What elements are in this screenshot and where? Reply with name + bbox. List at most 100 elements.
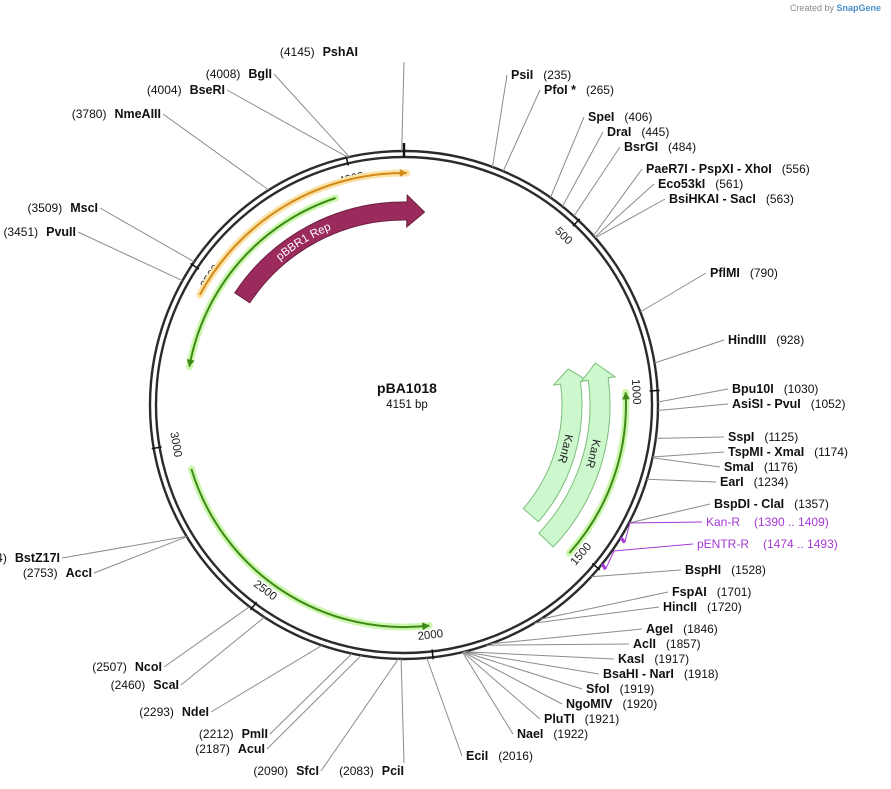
feature-kanr-inner [522,368,589,523]
site-label-hindiii[interactable]: HindIII(928) [728,333,804,347]
tick-1500 [591,562,601,571]
site-label-pfoi[interactable]: PfoI *(265) [544,83,614,97]
site-label-pshai[interactable]: (4145)PshAI [280,45,358,59]
site-label-msci[interactable]: (3509)MscI [28,201,98,215]
site-label-ecii[interactable]: EciI(2016) [466,749,533,763]
tick-2000 [431,649,434,660]
site-position: (2212) [199,727,234,741]
site-position: (561) [715,177,743,191]
site-label-bsihkai[interactable]: BsiHKAI - SacI(563) [669,192,794,206]
leader-line-18 [591,569,682,578]
site-label-pcii[interactable]: (2083)PciI [339,764,404,778]
site-label-agei[interactable]: AgeI (1846) [646,622,718,636]
snapgene-brand: SnapGene [836,3,881,13]
leader-line-27 [462,651,541,720]
site-name: BsiHKAI - SacI [669,192,756,206]
site-name: BseRI [190,83,225,97]
site-label-bgli[interactable]: (4008) BglI [206,67,272,81]
site-position: (2460) [111,678,146,692]
site-name: BglI [248,67,272,81]
site-position: (1234) [754,475,789,489]
site-label-scai[interactable]: (2460)ScaI [111,678,179,692]
site-label-bpu10i[interactable]: Bpu10I(1030) [732,382,818,396]
leader-line-4 [561,131,604,207]
site-label-bseri[interactable]: (4004)BseRI [147,83,225,97]
site-name: BspDI - ClaI [714,497,784,511]
site-position: (1917) [654,652,689,666]
site-label-eari[interactable]: EarI(1234) [720,475,788,489]
site-position: (4145) [280,45,315,59]
leader-line-21 [490,628,643,645]
primer-leader-0 [624,521,703,543]
site-position: (1701) [717,585,752,599]
site-label-acui[interactable]: (2187)AcuI [195,742,265,756]
site-label-pvuii[interactable]: (3451)PvuII [3,225,76,239]
leader-line-1 [492,74,508,167]
site-label-hincii[interactable]: HincII(1720) [663,600,742,614]
site-name: HindIII [728,333,766,347]
site-label-bsrgi[interactable]: BsrGI(484) [624,140,696,154]
site-label-fspai[interactable]: FspAI (1701) [672,585,751,599]
site-label-eco53ki[interactable]: Eco53kI (561) [658,177,743,191]
site-label-acli[interactable]: AclI(1857) [633,637,701,651]
site-label-pluti[interactable]: PluTI(1921) [544,712,619,726]
site-label-sspi[interactable]: SspI(1125) [728,430,798,444]
green-strand-top-head [186,359,195,367]
orange-strand-head [399,168,407,177]
site-name: PfoI * [544,83,576,97]
site-name: AsiSI - PvuI [732,397,801,411]
site-name: SmaI [724,460,754,474]
site-position: (1846) [683,622,718,636]
site-label-psii[interactable]: PsiI(235) [511,68,571,82]
site-label-sfoi[interactable]: SfoI(1919) [586,682,654,696]
site-label-bstz17i[interactable]: (2754)BstZ17I [0,551,60,565]
site-label-tspmi[interactable]: TspMI - XmaI(1174) [728,445,848,459]
tick-label-2000: 2000 [417,628,444,643]
site-label-kasi[interactable]: KasI(1917) [618,652,689,666]
leader-line-14 [652,451,725,458]
site-label-paer7i[interactable]: PaeR7I - PspXI - XhoI(556) [646,162,810,176]
site-label-spei[interactable]: SpeI (406) [588,110,652,124]
site-position: (4008) [206,67,241,81]
tick-2500 [249,601,258,611]
site-name: FspAI [672,585,707,599]
site-position: (3451) [3,225,38,239]
site-label-pmli[interactable]: (2212) PmlI [199,727,268,741]
site-label-ngomiv[interactable]: NgoMIV(1920) [566,697,657,711]
site-label-ncoi[interactable]: (2507)NcoI [92,660,162,674]
site-label-pflmi[interactable]: PflMI(790) [710,266,778,280]
site-position: (1919) [620,682,655,696]
primer-label-1: pENTR-R(1474 .. 1493) [697,537,838,551]
site-position: (406) [624,110,652,124]
site-label-sfci[interactable]: (2090)SfcI [253,764,319,778]
site-name: DraI [607,125,631,139]
site-label-bspdi[interactable]: BspDI - ClaI(1357) [714,497,829,511]
site-position: (3780) [72,107,107,121]
site-label-smai[interactable]: SmaI(1176) [724,460,798,474]
site-name: AgeI [646,622,673,636]
site-label-bsphi[interactable]: BspHI(1528) [685,563,766,577]
site-position: (2016) [498,749,533,763]
site-label-naei[interactable]: NaeI(1922) [517,727,588,741]
site-label-drai[interactable]: DraI (445) [607,125,669,139]
site-label-asisi[interactable]: AsiSI - PvuI(1052) [732,397,845,411]
primers: Kan-R(1390 .. 1409)pENTR-R(1474 .. 1493) [600,515,838,571]
site-name: PmlI [242,727,268,741]
leader-line-35 [180,616,265,686]
site-label-bsahi[interactable]: BsaHI - NarI(1918) [603,667,719,681]
site-labels: (4145)PshAI PsiI(235)PfoI *(265) SpeI (406)… [0,45,848,778]
leader-line-11 [657,388,729,403]
site-name: Eco53kI [658,177,705,191]
site-label-nmeaiii[interactable]: (3780)NmeAIII [72,107,161,121]
site-position: (2083) [339,764,374,778]
leader-line-7 [594,183,655,238]
site-position: (445) [641,125,669,139]
site-label-acci[interactable]: (2753)AccI [23,566,92,580]
site-name: SpeI [588,110,614,124]
leader-line-40 [99,207,195,263]
site-position: (235) [543,68,571,82]
site-label-ndei[interactable]: (2293)NdeI [139,705,209,719]
site-position: (2507) [92,660,127,674]
site-position: (1174) [814,445,848,459]
green-strand-bottom [190,468,430,629]
